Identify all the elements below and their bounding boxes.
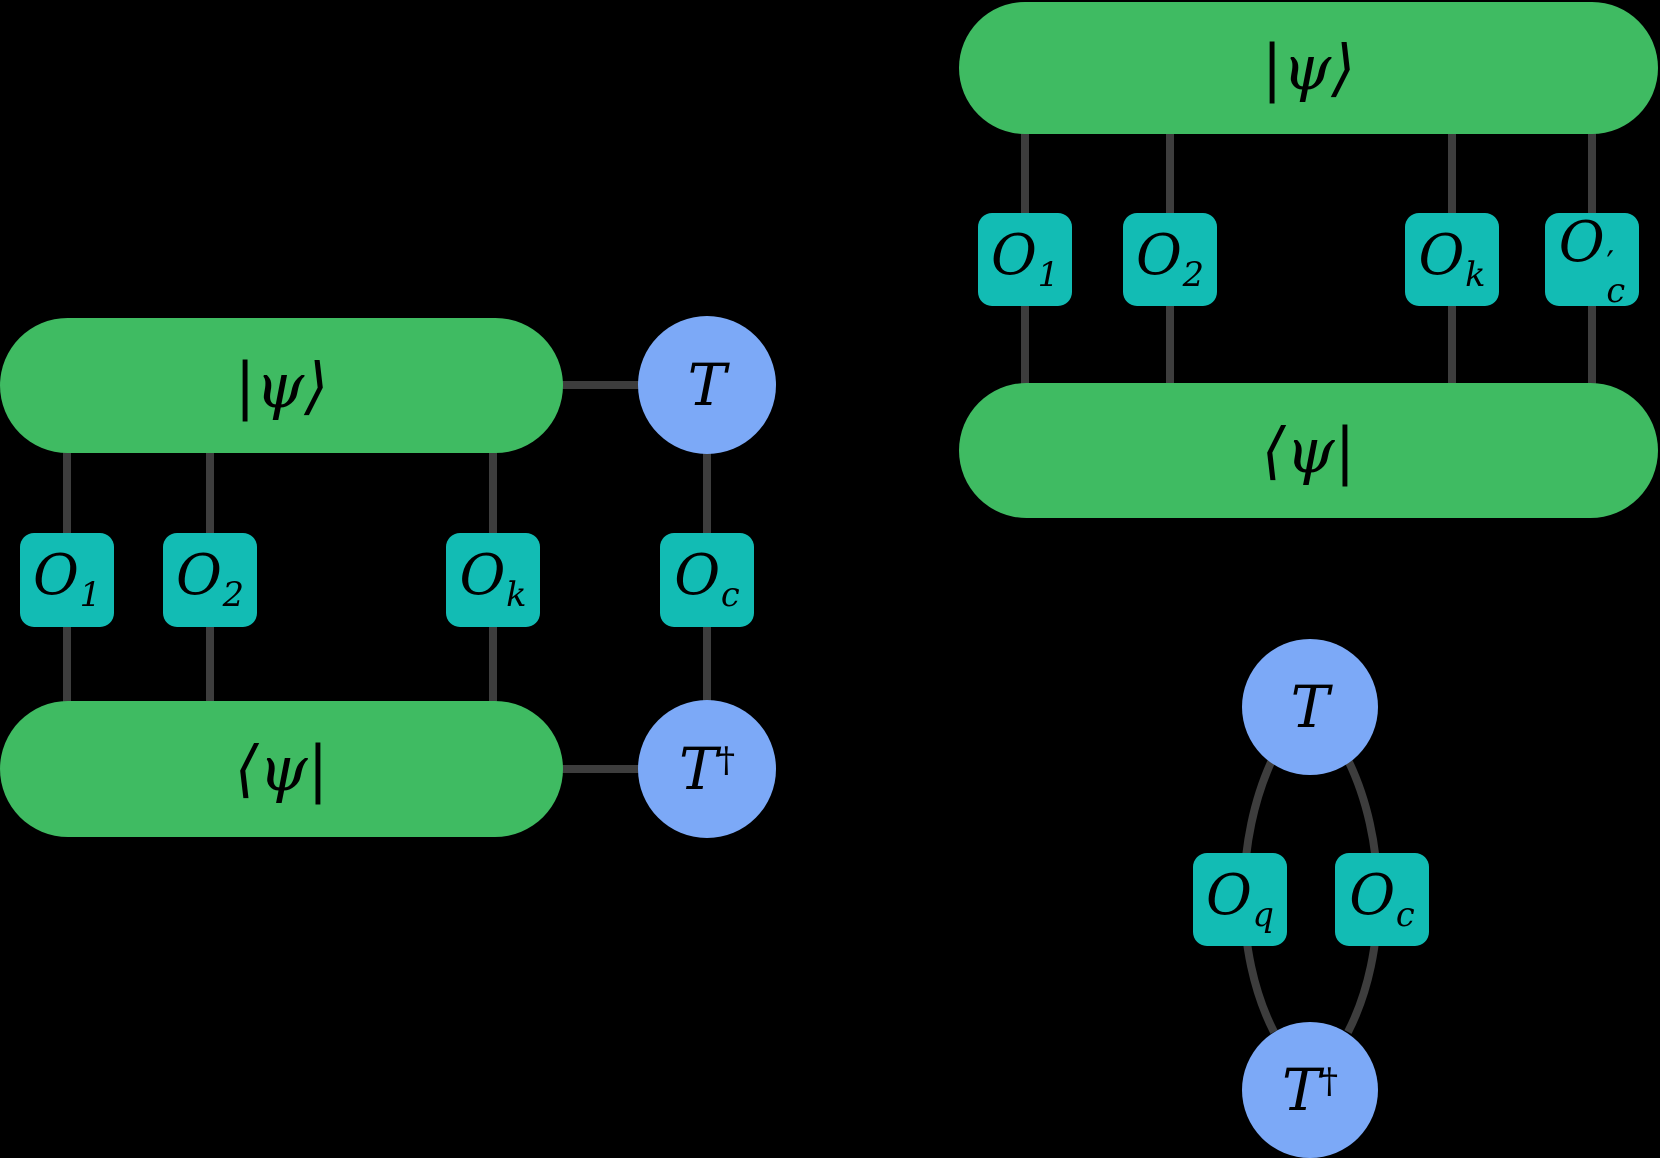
left-operator-ok-box: Ok — [446, 533, 540, 627]
left-tensor-t-dagger-circle: T† — [638, 700, 776, 838]
operator-oc-label: Oc — [674, 543, 740, 615]
operator-o1-label: O1 — [33, 543, 101, 615]
right-operator-o1-box: O1 — [978, 213, 1072, 306]
tensor-t-label: T — [687, 351, 727, 419]
bra-psi-label: ⟨ψ| — [1261, 413, 1356, 487]
bottom-tensor-t-dagger-circle: T† — [1242, 1022, 1378, 1158]
left-operator-o2-box: O2 — [163, 533, 257, 627]
operator-o1-label: O1 — [991, 222, 1059, 294]
right-bra-psi-bar: ⟨ψ| — [959, 383, 1658, 518]
bottom-tensor-t-circle: T — [1242, 639, 1378, 775]
operator-ok-label: Ok — [1418, 222, 1486, 294]
operator-oq-label: Oq — [1205, 862, 1275, 934]
left-bra-psi-bar: ⟨ψ| — [0, 701, 563, 837]
operator-oc-label: Oc — [1349, 862, 1415, 934]
bra-psi-label: ⟨ψ| — [234, 732, 329, 805]
tensor-t-label: T — [1290, 673, 1330, 741]
left-operator-oc-box: Oc — [660, 533, 754, 627]
ket-psi-label: |ψ⟩ — [234, 348, 329, 422]
left-operator-o1-box: O1 — [20, 533, 114, 627]
right-ket-psi-bar: |ψ⟩ — [959, 2, 1658, 134]
left-ket-psi-bar: |ψ⟩ — [0, 318, 563, 453]
ket-psi-label: |ψ⟩ — [1261, 31, 1356, 104]
left-tensor-t-circle: T — [638, 316, 776, 454]
operator-o2-label: O2 — [1136, 222, 1204, 294]
bottom-operator-oq-box: Oq — [1193, 853, 1287, 946]
operator-oc-prime-label: O′c — [1558, 210, 1626, 310]
right-operator-o2-box: O2 — [1123, 213, 1217, 306]
tensor-t-dagger-label: T† — [1281, 1056, 1339, 1124]
right-operator-oc-prime-box: O′c — [1545, 210, 1639, 310]
tensor-t-dagger-label: T† — [678, 735, 736, 803]
operator-ok-label: Ok — [459, 543, 527, 615]
operator-o2-label: O2 — [176, 543, 244, 615]
right-operator-ok-box: Ok — [1405, 213, 1499, 306]
bottom-operator-oc-box: Oc — [1335, 853, 1429, 946]
